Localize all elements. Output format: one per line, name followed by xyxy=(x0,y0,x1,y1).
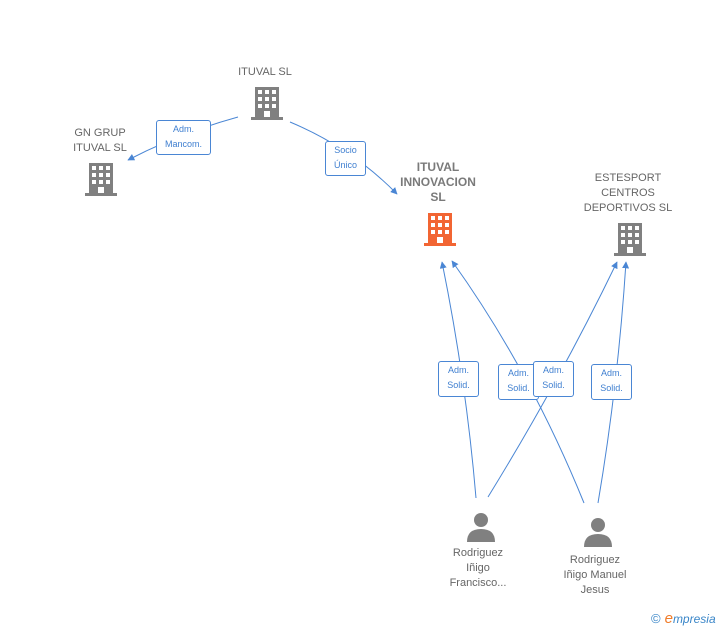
node-label-line: ITUVAL xyxy=(416,160,460,174)
node-gn-grup-ituval[interactable]: GN GRUP ITUVAL SL xyxy=(50,126,150,156)
edge-label-line: Solid. xyxy=(600,383,623,393)
node-ituval-sl[interactable]: ITUVAL SL xyxy=(215,65,315,80)
node-label-line: ESTESPORT xyxy=(594,172,662,184)
edge-label-line: Solid. xyxy=(542,380,565,390)
node-label-line: Rodriguez xyxy=(452,547,504,559)
person-icon xyxy=(584,518,612,547)
edge-label-adm-solid[interactable]: Adm. Solid. xyxy=(533,361,574,397)
node-estesport[interactable]: ESTESPORT CENTROS DEPORTIVOS SL xyxy=(573,171,683,216)
building-icon-highlight xyxy=(424,213,456,246)
edge-label-line: Solid. xyxy=(447,380,470,390)
node-label-line: GN GRUP xyxy=(74,127,126,139)
node-rodriguez-manuel[interactable]: Rodriguez Iñigo Manuel Jesus xyxy=(545,553,645,598)
copyright-icon: © xyxy=(651,611,661,626)
edge-label-line: Socio xyxy=(334,145,357,155)
edge-label-adm-solid[interactable]: Adm. Solid. xyxy=(438,361,479,397)
empresia-logo: ©empresia xyxy=(651,610,716,627)
brand-letter: e xyxy=(664,610,673,627)
edge-label-line: Adm. xyxy=(172,124,194,134)
node-label-line: Jesus xyxy=(580,584,610,596)
building-icon xyxy=(85,163,117,196)
edge-label-line: Adm. xyxy=(447,365,469,375)
edge-label-line: Adm. xyxy=(600,368,622,378)
edge-label-adm-solid[interactable]: Adm. Solid. xyxy=(591,364,632,400)
edge-label-socio-unico[interactable]: Socio Único xyxy=(325,141,366,176)
brand-name: mpresia xyxy=(672,612,716,626)
building-icon xyxy=(251,87,283,120)
node-label-line: INNOVACION xyxy=(400,175,476,189)
edge-label-line: Único xyxy=(333,160,357,170)
building-icon xyxy=(614,223,646,256)
edge-label-line: Mancom. xyxy=(164,139,202,149)
node-label-line: Rodriguez xyxy=(569,554,621,566)
edge-label-line: Solid. xyxy=(507,383,530,393)
node-label-line: ITUVAL SL xyxy=(73,142,127,154)
node-ituval-innovacion[interactable]: ITUVAL INNOVACION SL xyxy=(383,160,493,205)
node-label-line: ITUVAL SL xyxy=(238,66,292,78)
node-label-line: SL xyxy=(430,190,446,204)
node-label-line: Iñigo xyxy=(466,562,490,574)
edge-label-line: Adm. xyxy=(507,368,529,378)
node-rodriguez-francisco[interactable]: Rodriguez Iñigo Francisco... xyxy=(428,546,528,591)
person-icon xyxy=(467,513,495,542)
node-label-line: Iñigo Manuel xyxy=(563,569,627,581)
edge-label-line: Adm. xyxy=(542,365,564,375)
node-label-line: CENTROS xyxy=(601,187,655,199)
node-label-line: DEPORTIVOS SL xyxy=(583,202,673,214)
edge-label-adm-mancom[interactable]: Adm. Mancom. xyxy=(156,120,211,155)
node-label-line: Francisco... xyxy=(449,577,507,589)
